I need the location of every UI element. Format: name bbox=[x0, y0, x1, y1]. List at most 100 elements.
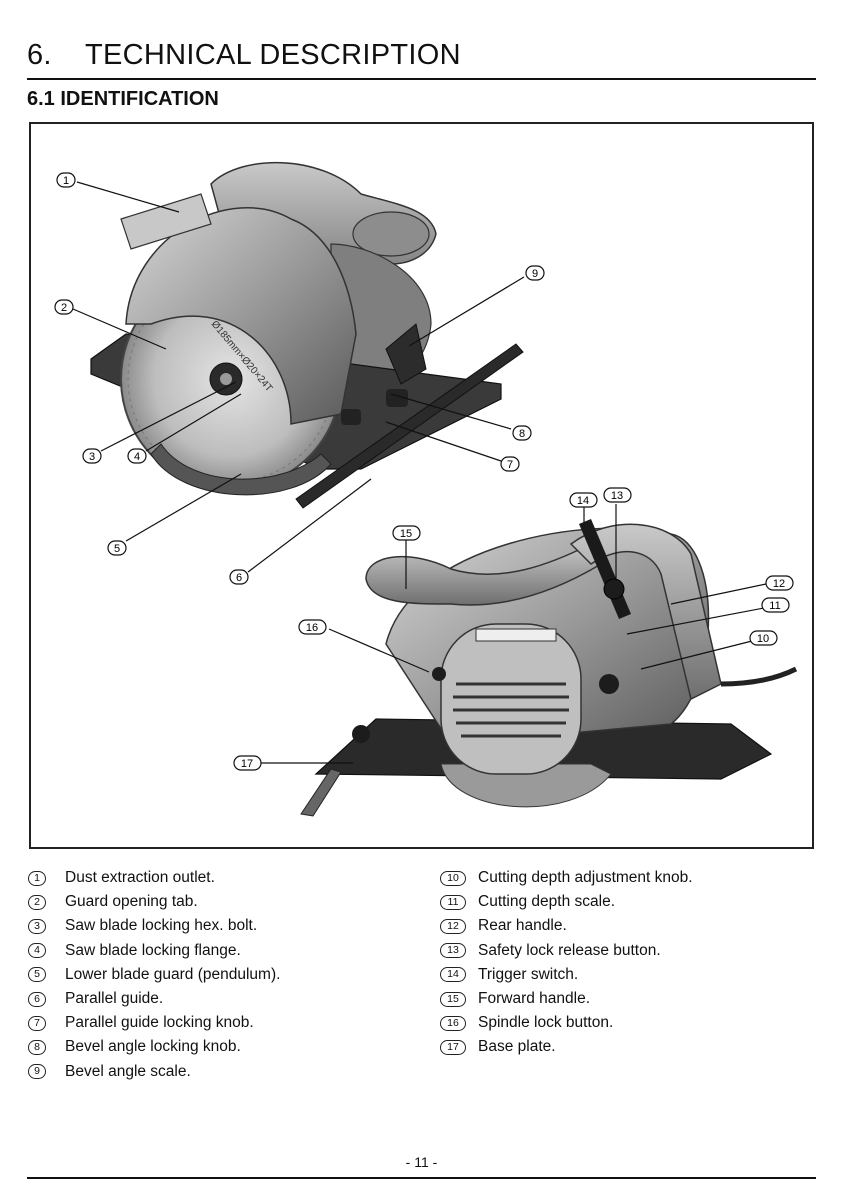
legend-text: Cutting depth scale. bbox=[478, 893, 616, 911]
callout-1: 1 bbox=[56, 172, 76, 188]
legend-text: Safety lock release button. bbox=[478, 941, 661, 959]
legend-item-9: 9 Bevel angle scale. bbox=[28, 1060, 280, 1084]
callout-11-label: 11 bbox=[769, 600, 780, 612]
callout-16-label: 16 bbox=[306, 622, 318, 634]
callout-7: 7 bbox=[500, 456, 520, 472]
callout-3-label: 3 bbox=[89, 451, 95, 463]
legend-text: Parallel guide. bbox=[65, 990, 164, 1008]
callout-8-label: 8 bbox=[519, 428, 525, 440]
saw-identification-figure: Ø185mm×Ø20×24T bbox=[29, 122, 814, 849]
legend-item-13: 13 Safety lock release button. bbox=[440, 939, 693, 963]
legend-text: Parallel guide locking knob. bbox=[65, 1014, 254, 1032]
callout-10: 10 bbox=[749, 630, 778, 646]
legend-item-6: 6 Parallel guide. bbox=[28, 987, 280, 1011]
callout-2: 2 bbox=[54, 299, 74, 315]
legend-text: Saw blade locking hex. bolt. bbox=[65, 917, 258, 935]
legend-badge: 2 bbox=[28, 894, 46, 910]
page-number: - 11 - bbox=[405, 1154, 438, 1170]
legend-item-11: 11 Cutting depth scale. bbox=[440, 890, 693, 914]
callout-12: 12 bbox=[765, 575, 794, 591]
legend-item-1: 1 Dust extraction outlet. bbox=[28, 866, 280, 890]
legend-item-4: 4 Saw blade locking flange. bbox=[28, 939, 280, 963]
callout-10-label: 10 bbox=[757, 633, 769, 645]
legend-item-12: 12 Rear handle. bbox=[440, 914, 693, 938]
callout-7-label: 7 bbox=[507, 459, 513, 471]
legend-right: 10 Cutting depth adjustment knob. 11 Cutti… bbox=[440, 866, 693, 1060]
legend-item-10: 10 Cutting depth adjustment knob. bbox=[440, 866, 693, 890]
legend-text: Spindle lock button. bbox=[478, 1014, 614, 1032]
legend-badge: 10 bbox=[440, 870, 466, 886]
legend-left: 1 Dust extraction outlet. 2 Guard opening … bbox=[28, 866, 280, 1084]
legend-item-16: 16 Spindle lock button. bbox=[440, 1011, 693, 1035]
callout-3: 3 bbox=[82, 448, 102, 464]
section-title: TECHNICAL DESCRIPTION bbox=[85, 39, 461, 71]
legend-badge: 16 bbox=[440, 1015, 466, 1031]
legend-text: Trigger switch. bbox=[478, 965, 579, 983]
section-heading: 6. TECHNICAL DESCRIPTION bbox=[27, 36, 817, 74]
legend-badge: 8 bbox=[28, 1039, 46, 1055]
legend-badge: 14 bbox=[440, 967, 466, 983]
callout-14-label: 14 bbox=[577, 495, 589, 507]
legend-badge: 12 bbox=[440, 918, 466, 934]
legend-item-14: 14 Trigger switch. bbox=[440, 963, 693, 987]
legend-text: Bevel angle scale. bbox=[65, 1062, 191, 1080]
callout-15-label: 15 bbox=[400, 528, 412, 540]
subsection-heading: 6.1 IDENTIFICATION bbox=[27, 88, 219, 110]
legend-badge: 7 bbox=[28, 1015, 46, 1031]
legend-item-8: 8 Bevel angle locking knob. bbox=[28, 1035, 280, 1059]
legend-text: Cutting depth adjustment knob. bbox=[478, 869, 693, 887]
legend-badge: 9 bbox=[28, 1064, 46, 1080]
legend-text: Base plate. bbox=[478, 1038, 556, 1056]
legend-badge: 1 bbox=[28, 870, 46, 886]
callout-5-label: 5 bbox=[114, 543, 120, 555]
legend-item-15: 15 Forward handle. bbox=[440, 987, 693, 1011]
legend-item-7: 7 Parallel guide locking knob. bbox=[28, 1011, 280, 1035]
legend-badge: 15 bbox=[440, 991, 466, 1007]
header-rule bbox=[27, 78, 816, 80]
footer-rule bbox=[27, 1177, 816, 1179]
callout-9: 9 bbox=[525, 265, 545, 281]
legend-badge: 5 bbox=[28, 967, 46, 983]
legend-badge: 13 bbox=[440, 943, 466, 959]
legend-badge: 4 bbox=[28, 943, 46, 959]
callout-2-label: 2 bbox=[61, 302, 67, 314]
legend-text: Saw blade locking flange. bbox=[65, 941, 241, 959]
callout-9-label: 9 bbox=[532, 268, 538, 280]
callout-13-label: 13 bbox=[611, 490, 623, 502]
upper-saw-drawing: Ø185mm×Ø20×24T bbox=[90, 161, 524, 509]
callout-5: 5 bbox=[107, 540, 127, 556]
legend-badge: 17 bbox=[440, 1039, 466, 1055]
callout-8: 8 bbox=[512, 425, 532, 441]
callout-13: 13 bbox=[603, 487, 632, 503]
legend-text: Bevel angle locking knob. bbox=[65, 1038, 241, 1056]
legend-badge: 6 bbox=[28, 991, 46, 1007]
legend-text: Dust extraction outlet. bbox=[65, 869, 215, 887]
callout-12-label: 12 bbox=[773, 578, 785, 590]
legend-text: Guard opening tab. bbox=[65, 893, 198, 911]
legend-item-3: 3 Saw blade locking hex. bolt. bbox=[28, 914, 280, 938]
legend-item-5: 5 Lower blade guard (pendulum). bbox=[28, 963, 280, 987]
legend-badge: 11 bbox=[440, 894, 466, 910]
callout-6-label: 6 bbox=[236, 572, 242, 584]
legend-text: Forward handle. bbox=[478, 990, 591, 1008]
callout-4: 4 bbox=[127, 448, 147, 464]
section-number: 6. bbox=[27, 39, 52, 71]
callout-badges: 1 2 3 4 5 6 7 8 9 10 11 12 13 14 15 16 1… bbox=[54, 172, 794, 771]
callout-4-label: 4 bbox=[134, 451, 140, 463]
saw-illustration: Ø185mm×Ø20×24T bbox=[54, 161, 798, 817]
callout-17: 17 bbox=[233, 755, 262, 771]
callout-11: 11 bbox=[761, 597, 790, 613]
callout-15: 15 bbox=[392, 525, 421, 541]
callout-14: 14 bbox=[569, 492, 598, 508]
callout-6: 6 bbox=[229, 569, 249, 585]
legend-text: Lower blade guard (pendulum). bbox=[65, 965, 281, 983]
lower-saw-drawing bbox=[300, 519, 798, 817]
legend-item-17: 17 Base plate. bbox=[440, 1035, 693, 1059]
callout-1-label: 1 bbox=[63, 175, 69, 187]
legend-badge: 3 bbox=[28, 918, 46, 934]
legend-text: Rear handle. bbox=[478, 917, 567, 935]
leader-lines bbox=[72, 181, 767, 764]
callout-17-label: 17 bbox=[241, 758, 253, 770]
legend-item-2: 2 Guard opening tab. bbox=[28, 890, 280, 914]
callout-16: 16 bbox=[298, 619, 327, 635]
